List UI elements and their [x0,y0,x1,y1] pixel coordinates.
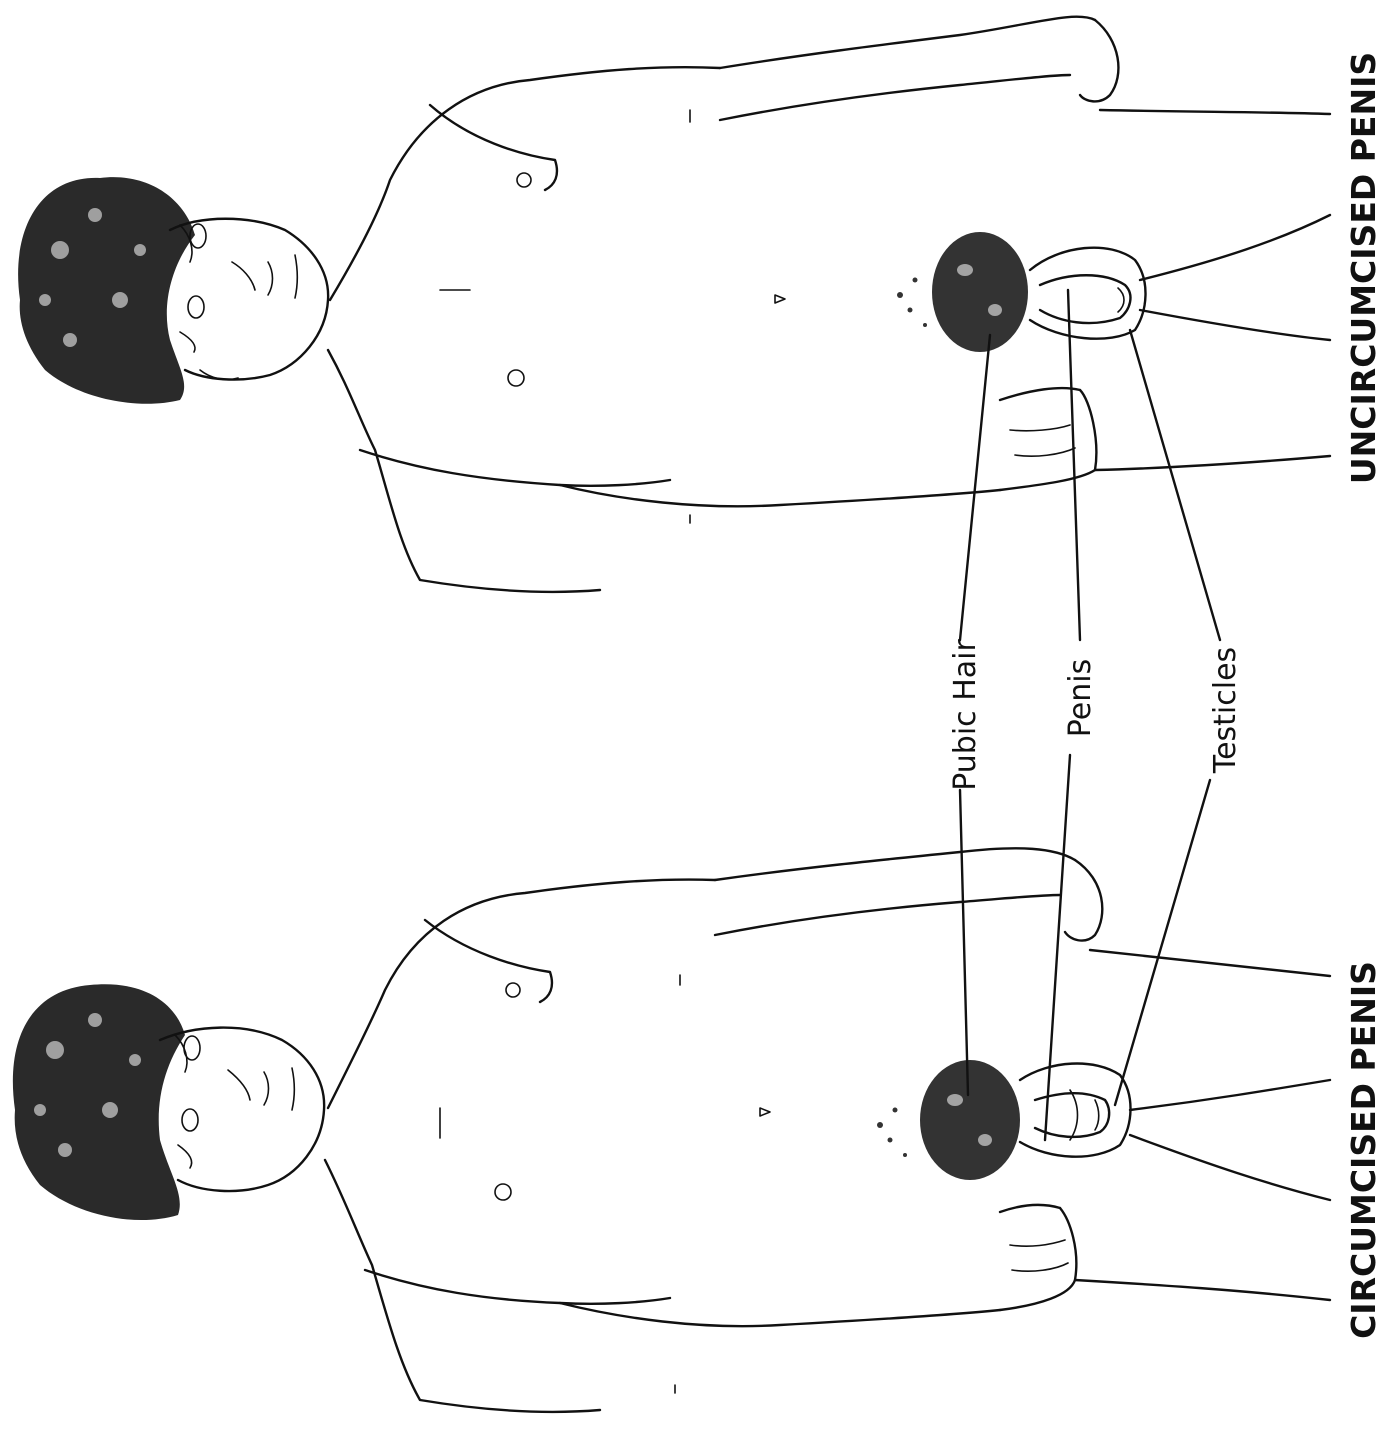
testicles-leader-top [1130,330,1220,640]
circumcised-figure [13,848,1330,1412]
penis-leader-top [1068,290,1080,640]
circumcised-pubic-hair [877,1060,1020,1180]
circumcised-head [13,984,324,1220]
testicles-label: Testicles [1208,647,1243,774]
uncircumcised-caption: UNCIRCUMCISED PENIS [1344,52,1383,484]
circumcised-genitals [1020,1064,1131,1157]
penis-label: Penis [1063,659,1098,737]
uncircumcised-head [18,177,328,404]
pubic-hair-leader-bottom [960,790,968,1095]
uncircumcised-pubic-hair [897,232,1028,352]
testicles-leader-bottom [1115,780,1210,1105]
pubic-hair-leader-top [960,335,990,640]
circumcised-caption: CIRCUMCISED PENIS [1344,961,1383,1339]
uncircumcised-figure [18,17,1330,592]
penis-leader-bottom [1045,755,1070,1140]
uncircumcised-genitals [1030,248,1146,339]
pubic-hair-label: Pubic Hair [948,639,983,791]
